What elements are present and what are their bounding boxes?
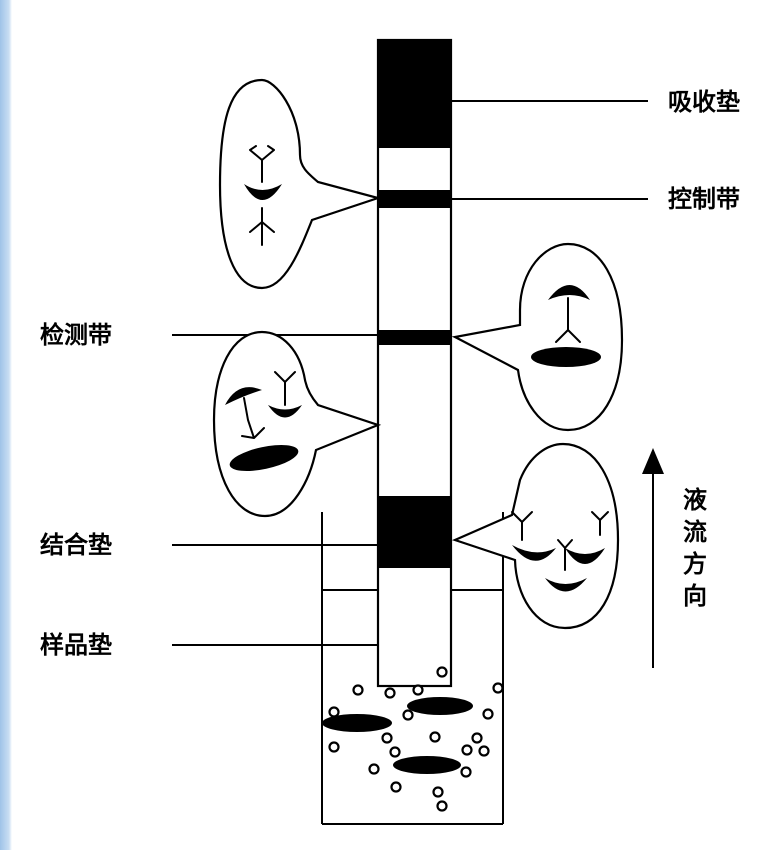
antibody-icon xyxy=(241,397,265,439)
gold-particle-icon xyxy=(322,714,392,732)
antigen-icon xyxy=(268,405,302,418)
test-line-band xyxy=(378,330,451,345)
antigen-icon xyxy=(225,387,262,405)
conjugate-pad-callout xyxy=(451,442,620,630)
conjugate-pad-label: 结合垫 xyxy=(40,531,112,559)
antibody-icon xyxy=(274,371,296,406)
antigen-icon xyxy=(512,545,556,561)
antigen-icon xyxy=(244,184,282,200)
svg-text:方: 方 xyxy=(683,550,707,578)
svg-text:流: 流 xyxy=(683,518,707,546)
test-line-antigen-callout xyxy=(451,242,624,432)
gold-particle-icon xyxy=(531,347,601,367)
control-line-label: 控制带 xyxy=(668,185,740,213)
absorbent-pad xyxy=(378,40,451,148)
antibody-icon xyxy=(591,511,609,536)
leader-lines xyxy=(172,100,648,646)
flow-arrow xyxy=(642,448,664,668)
gold-particle-icon xyxy=(229,445,299,471)
gold-particle-icon xyxy=(393,756,461,774)
svg-text:向: 向 xyxy=(683,582,707,610)
control-line-callout xyxy=(218,78,382,290)
antibody-icon xyxy=(511,511,533,541)
sample-liquid xyxy=(322,666,504,812)
antibody-icon xyxy=(555,297,581,343)
sample-container xyxy=(321,512,504,825)
absorbent-pad-label: 吸收垫 xyxy=(668,88,740,116)
flow-direction-label: 液 流 方 向 xyxy=(683,486,707,610)
test-line-complex-callout xyxy=(212,330,382,518)
antigen-icon xyxy=(565,548,605,564)
lateral-flow-diagram: 吸收垫 控制带 检测带 结合垫 样品垫 液 流 方 向 xyxy=(12,14,778,850)
antigen-icon xyxy=(548,285,590,300)
svg-text:液: 液 xyxy=(683,486,707,514)
test-line-label: 检测带 xyxy=(40,321,112,349)
antibody-icon xyxy=(557,539,573,571)
antigen-icon xyxy=(545,578,587,592)
test-strip xyxy=(376,38,453,688)
sample-pad-label: 样品垫 xyxy=(40,631,112,659)
antibody-icon xyxy=(249,145,275,183)
antibody-icon xyxy=(249,207,275,246)
control-line-band xyxy=(378,190,451,208)
gold-particle-icon xyxy=(407,697,473,715)
conjugate-pad xyxy=(378,496,451,568)
